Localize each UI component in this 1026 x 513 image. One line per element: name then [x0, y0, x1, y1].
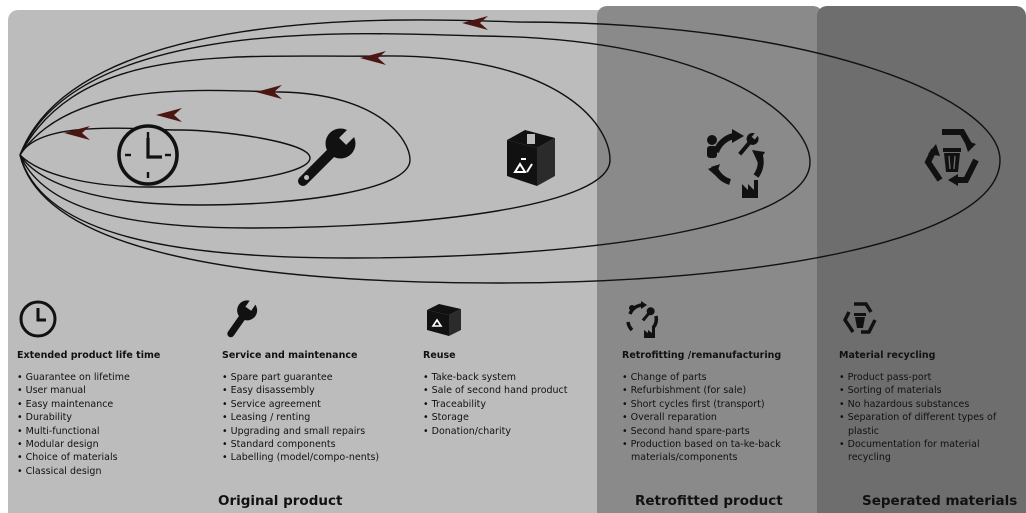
recycle-box-icon [507, 130, 555, 186]
list-item: Leasing / renting [222, 411, 381, 424]
wrench-icon [227, 298, 258, 338]
list-item: Refurbishment (for sale) [622, 384, 811, 397]
list-item: Service agreement [222, 398, 381, 411]
column-title: Extended product life time [17, 350, 161, 361]
column-title: Reuse [423, 350, 456, 361]
column-title: Service and maintenance [222, 350, 358, 361]
wrench-icon [298, 127, 357, 186]
list-item: Modular design [17, 438, 160, 451]
list-item: Classical design [17, 465, 160, 478]
column-title: Material recycling [839, 350, 936, 361]
column-list: Spare part guarantee Easy disassembly Se… [222, 371, 381, 465]
list-item: Short cycles first (transport) [622, 398, 811, 411]
recycling-bin-icon [842, 302, 877, 334]
arrowhead-5 [462, 16, 488, 30]
list-item: Donation/charity [423, 425, 568, 438]
list-item: Separation of different types of plastic [839, 411, 1009, 438]
list-item: Traceability [423, 398, 568, 411]
arrowhead-4 [360, 51, 386, 65]
column-title: Retrofitting /remanufacturing [622, 350, 782, 361]
list-item: Durability [17, 411, 160, 424]
list-item: Guarantee on lifetime [17, 371, 160, 384]
list-item: Easy maintenance [17, 398, 160, 411]
list-item: Production based on ta-ke-back materials… [622, 438, 811, 465]
list-item: Sorting of materials [839, 384, 1009, 397]
remanufacturing-cycle-icon [626, 301, 659, 338]
column-list: Change of parts Refurbishment (for sale)… [622, 371, 811, 465]
column-list: Take-back system Sale of second hand pro… [423, 371, 568, 438]
list-item: User manual [17, 384, 160, 397]
list-item: Product pass-port [839, 371, 1009, 384]
band-label-original: Original product [218, 493, 343, 509]
loop-extended-life [19, 127, 311, 188]
band-label-retrofitted: Retrofitted product [635, 493, 783, 509]
column-material-recycling: Material recycling Product pass-port Sor… [839, 298, 1009, 465]
column-extended-product-life: Extended product life time Guarantee on … [17, 298, 160, 478]
remanufacturing-cycle-icon [707, 129, 765, 198]
loop-recycling [19, 19, 1001, 284]
arrowhead-3 [256, 85, 282, 99]
list-item: Sale of second hand product [423, 384, 568, 397]
recycle-box-icon [427, 304, 461, 336]
list-item: Change of parts [622, 371, 811, 384]
column-list: Guarantee on lifetime User manual Easy m… [17, 371, 160, 478]
list-item: Overall reparation [622, 411, 811, 424]
clock-icon [117, 124, 179, 186]
list-item: Upgrading and small repairs [222, 425, 381, 438]
list-item: Second hand spare-parts [622, 425, 811, 438]
list-item: Storage [423, 411, 568, 424]
list-item: Documentation for material recycling [839, 438, 1009, 465]
column-service-maintenance: Service and maintenance Spare part guara… [222, 298, 381, 465]
loop-retrofitting [19, 32, 811, 259]
column-retrofitting: Retrofitting /remanufacturing Change of … [622, 298, 811, 465]
list-item: Multi-functional [17, 425, 160, 438]
loop-service [19, 89, 411, 206]
clock-icon [19, 300, 57, 338]
arrowhead-2 [156, 108, 182, 122]
list-item: Easy disassembly [222, 384, 381, 397]
arrowhead-1 [64, 126, 90, 140]
column-list: Product pass-port Sorting of materials N… [839, 371, 1009, 465]
column-reuse: Reuse Take-back system Sale of second ha… [423, 298, 568, 438]
list-item: Standard components [222, 438, 381, 451]
list-item: Choice of materials [17, 451, 160, 464]
list-item: Take-back system [423, 371, 568, 384]
recycling-bin-icon [924, 129, 979, 186]
band-label-separated: Seperated materials [862, 493, 1018, 509]
list-item: Labelling (model/compo-nents) [222, 451, 381, 464]
list-item: No hazardous substances [839, 398, 1009, 411]
list-item: Spare part guarantee [222, 371, 381, 384]
loop-reuse [19, 55, 611, 229]
